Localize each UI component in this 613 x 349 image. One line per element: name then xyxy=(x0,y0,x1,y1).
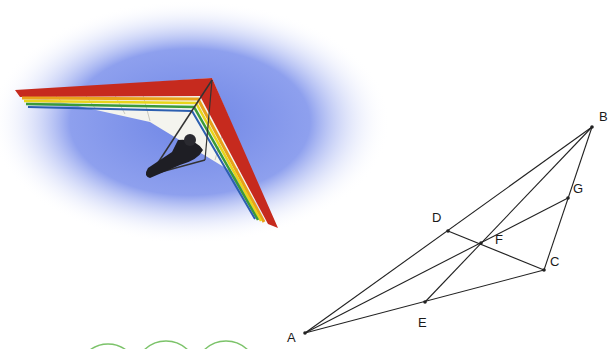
point-label: A xyxy=(287,331,296,344)
point-label: G xyxy=(573,182,583,195)
decor-circles xyxy=(78,341,257,349)
vertex-dots xyxy=(303,125,594,335)
sky-ellipse xyxy=(0,0,390,244)
point-label: F xyxy=(495,233,503,246)
point-label: B xyxy=(599,110,608,123)
geometry-figure xyxy=(305,127,592,333)
point-label: E xyxy=(418,316,427,329)
point-label: D xyxy=(432,211,441,224)
hang-glider xyxy=(15,78,278,228)
point-label: C xyxy=(550,255,559,268)
